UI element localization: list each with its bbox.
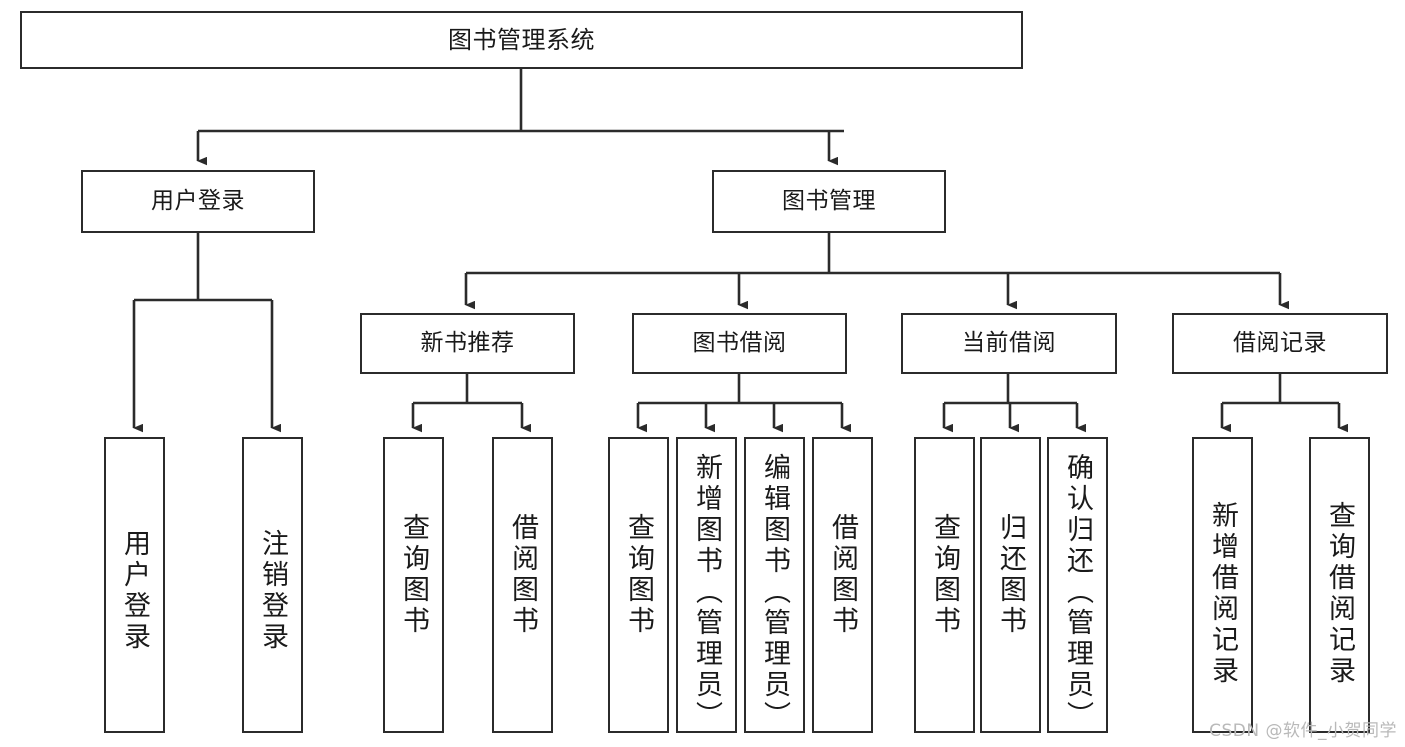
leaf-borrow-record-1[interactable]: 新增借阅记录 — [1192, 437, 1253, 733]
node-new-book-recommend[interactable]: 新书推荐 — [360, 313, 575, 374]
node-new-book-recommend-label: 新书推荐 — [420, 329, 515, 356]
leaf-book-borrow-2[interactable]: 新增图书（管理员） — [676, 437, 737, 733]
node-user-login-label: 用户登录 — [151, 187, 245, 214]
node-root[interactable]: 图书管理系统 — [20, 11, 1023, 69]
leaf-new-book-recommend-1[interactable]: 查询图书 — [383, 437, 444, 733]
node-user-login[interactable]: 用户登录 — [81, 170, 315, 233]
node-root-label: 图书管理系统 — [448, 25, 595, 54]
leaf-book-borrow-2-label: 新增图书（管理员） — [691, 453, 722, 732]
leaf-current-borrow-2[interactable]: 归还图书 — [980, 437, 1041, 733]
watermark: CSDN @软件_小贺同学 — [1209, 721, 1397, 741]
leaf-book-borrow-3-label: 编辑图书（管理员） — [759, 453, 790, 732]
leaf-current-borrow-3[interactable]: 确认归还（管理员） — [1047, 437, 1108, 733]
leaf-current-borrow-1-label: 查询图书 — [929, 513, 960, 637]
leaf-current-borrow-1[interactable]: 查询图书 — [914, 437, 975, 733]
node-book-manage[interactable]: 图书管理 — [712, 170, 946, 233]
node-book-borrow[interactable]: 图书借阅 — [632, 313, 847, 374]
leaf-book-borrow-4[interactable]: 借阅图书 — [812, 437, 873, 733]
node-book-borrow-label: 图书借阅 — [692, 329, 787, 356]
leaf-user-login-2-label: 注销登录 — [257, 529, 288, 653]
leaf-user-login-2[interactable]: 注销登录 — [242, 437, 303, 733]
node-borrow-record-label: 借阅记录 — [1233, 329, 1327, 356]
leaf-borrow-record-2-label: 查询借阅记录 — [1324, 501, 1355, 687]
leaf-new-book-recommend-1-label: 查询图书 — [398, 513, 429, 637]
leaf-new-book-recommend-2[interactable]: 借阅图书 — [492, 437, 553, 733]
node-book-manage-label: 图书管理 — [782, 187, 876, 214]
node-borrow-record[interactable]: 借阅记录 — [1172, 313, 1388, 374]
leaf-new-book-recommend-2-label: 借阅图书 — [507, 513, 538, 637]
leaf-book-borrow-1[interactable]: 查询图书 — [608, 437, 669, 733]
leaf-book-borrow-1-label: 查询图书 — [623, 513, 654, 637]
node-current-borrow[interactable]: 当前借阅 — [901, 313, 1117, 374]
leaf-borrow-record-2[interactable]: 查询借阅记录 — [1309, 437, 1370, 733]
leaf-book-borrow-3[interactable]: 编辑图书（管理员） — [744, 437, 805, 733]
leaf-borrow-record-1-label: 新增借阅记录 — [1207, 501, 1238, 687]
leaf-user-login-1[interactable]: 用户登录 — [104, 437, 165, 733]
leaf-book-borrow-4-label: 借阅图书 — [827, 513, 858, 637]
leaf-user-login-1-label: 用户登录 — [119, 529, 150, 653]
leaf-current-borrow-2-label: 归还图书 — [995, 513, 1026, 637]
leaf-current-borrow-3-label: 确认归还（管理员） — [1062, 453, 1093, 732]
node-current-borrow-label: 当前借阅 — [962, 329, 1056, 356]
